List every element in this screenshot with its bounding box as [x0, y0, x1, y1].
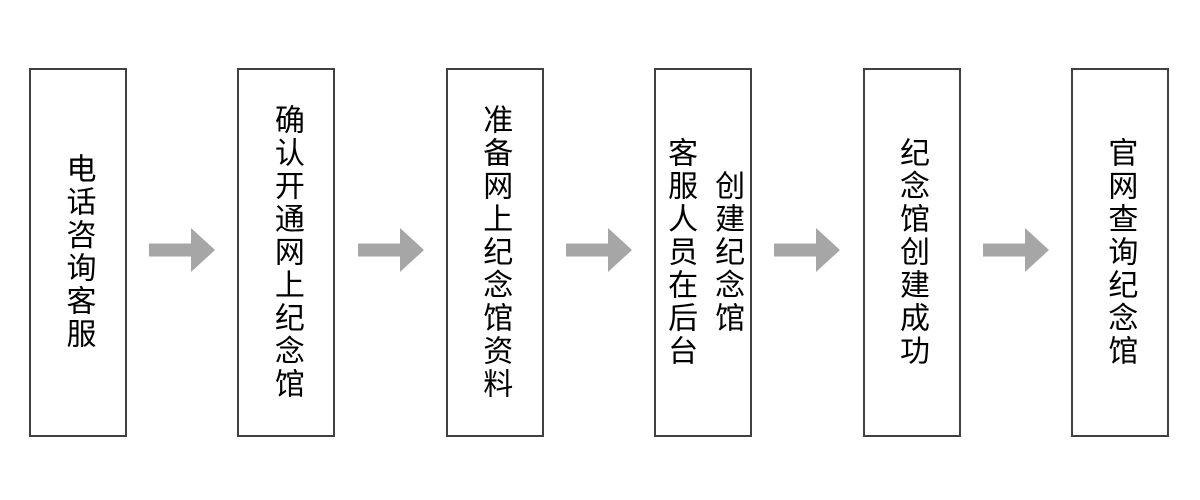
- flow-step-label: 准备网上纪念馆资料: [477, 103, 513, 401]
- flow-arrow-4: [774, 228, 841, 272]
- flow-arrow-3: [565, 228, 632, 272]
- flow-step-confirm-open: 确认开通网上纪念馆: [237, 67, 336, 437]
- right-arrow-icon: [982, 228, 1049, 272]
- flow-step-create-success: 纪念馆创建成功: [862, 67, 961, 437]
- flow-step-label: 电话咨询客服: [60, 153, 96, 351]
- flow-step-phone-consult: 电话咨询客服: [29, 67, 127, 437]
- flow-arrow-5: [982, 228, 1049, 272]
- flow-step-label: 官网查询纪念馆: [1102, 136, 1138, 368]
- flow-step-prepare-materials: 准备网上纪念馆资料: [445, 67, 544, 437]
- flow-step-label: 客服人员在后台创建纪念馆: [662, 136, 745, 368]
- flow-arrow-1: [149, 228, 216, 272]
- right-arrow-icon: [149, 228, 216, 272]
- right-arrow-icon: [565, 228, 632, 272]
- flow-step-label: 纪念馆创建成功: [894, 136, 929, 368]
- flow-step-query-official-site: 官网查询纪念馆: [1070, 67, 1169, 437]
- right-arrow-icon: [774, 228, 841, 272]
- flow-arrow-2: [357, 228, 424, 272]
- flow-step-backend-create: 客服人员在后台创建纪念馆: [654, 67, 753, 437]
- right-arrow-icon: [357, 228, 424, 272]
- flow-step-label: 确认开通网上纪念馆: [268, 103, 304, 401]
